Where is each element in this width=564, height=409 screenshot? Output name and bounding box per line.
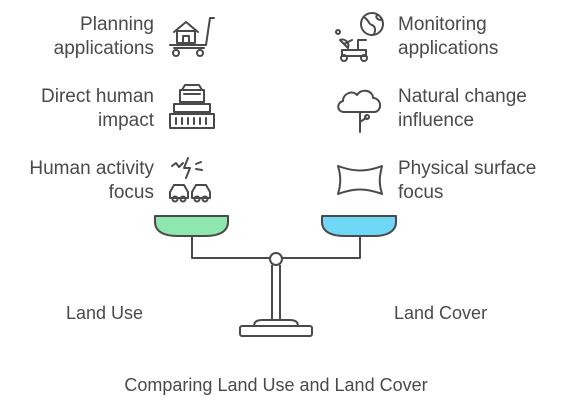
left-item-line2: focus: [108, 182, 154, 203]
traffic-cars-icon: [169, 157, 211, 203]
right-pan: [321, 215, 397, 237]
left-item-line2: applications: [53, 38, 154, 59]
base: [239, 325, 313, 337]
left-side-title: Land Use: [66, 303, 144, 323]
right-item-line2: influence: [398, 110, 475, 131]
house-cart-icon: [169, 17, 215, 57]
right-item-physical-surface: Physical surface focus: [398, 157, 536, 205]
left-item-line2: impact: [98, 110, 154, 131]
right-side-title: Land Cover: [394, 303, 488, 323]
satellite-globe-icon: [335, 12, 384, 62]
left-item-line1: Planning: [80, 14, 154, 35]
terrain-surface-icon: [337, 165, 383, 195]
right-item-monitoring: Monitoring applications: [398, 13, 498, 61]
left-item-direct-impact: Direct human impact: [41, 85, 154, 133]
left-pan: [154, 215, 229, 237]
right-item-line1: Monitoring: [398, 14, 487, 35]
cloud-tree-icon: [337, 89, 381, 133]
base-top: [253, 319, 299, 327]
right-item-line2: focus: [398, 182, 444, 203]
right-item-line2: applications: [398, 38, 499, 59]
left-item-human-activity: Human activity focus: [29, 157, 154, 205]
right-item-line1: Physical surface: [398, 158, 537, 179]
right-item-natural-change: Natural change influence: [398, 85, 527, 133]
left-item-line1: Direct human: [41, 86, 154, 107]
pivot: [269, 252, 283, 266]
harvester-icon: [169, 84, 215, 129]
left-item-line1: Human activity: [29, 158, 154, 179]
right-item-line1: Natural change: [398, 86, 527, 107]
pillar: [271, 265, 281, 321]
diagram-caption: Comparing Land Use and Land Cover: [124, 375, 428, 395]
left-item-planning: Planning applications: [54, 13, 154, 61]
